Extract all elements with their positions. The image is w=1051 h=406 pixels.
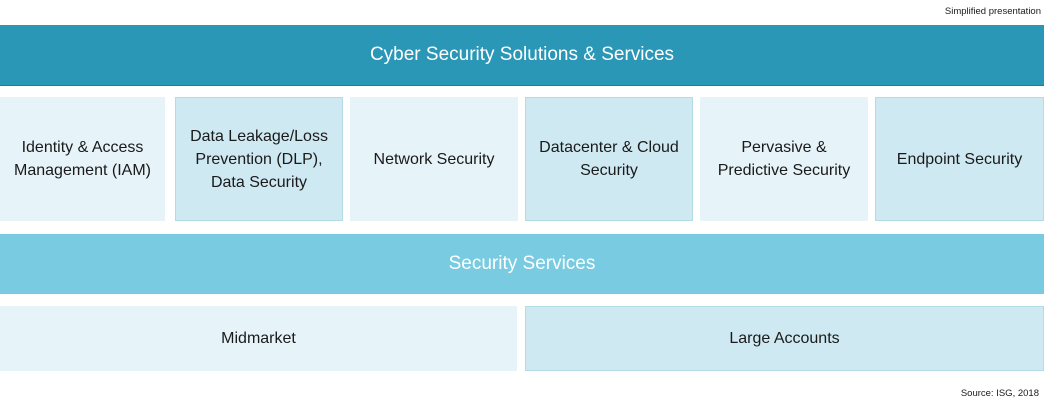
tile-endpoint-security: Endpoint Security [875, 97, 1044, 221]
tile-network-security: Network Security [350, 97, 518, 221]
segments-row: Midmarket Large Accounts [0, 306, 1044, 371]
segment-midmarket: Midmarket [0, 306, 517, 371]
tile-pervasive-predictive: Pervasive & Predictive Security [700, 97, 868, 221]
solutions-row: Identity & Access Management (IAM) Data … [0, 97, 1044, 221]
tile-dlp: Data Leakage/Loss Prevention (DLP), Data… [175, 97, 343, 221]
source-note: Source: ISG, 2018 [960, 388, 1039, 399]
main-banner: Cyber Security Solutions & Services [0, 25, 1044, 86]
tile-iam: Identity & Access Management (IAM) [0, 97, 165, 221]
segment-large-accounts: Large Accounts [525, 306, 1044, 371]
presentation-note: Simplified presentation [944, 6, 1041, 17]
services-banner: Security Services [0, 234, 1044, 294]
tile-datacenter-cloud: Datacenter & Cloud Security [525, 97, 693, 221]
